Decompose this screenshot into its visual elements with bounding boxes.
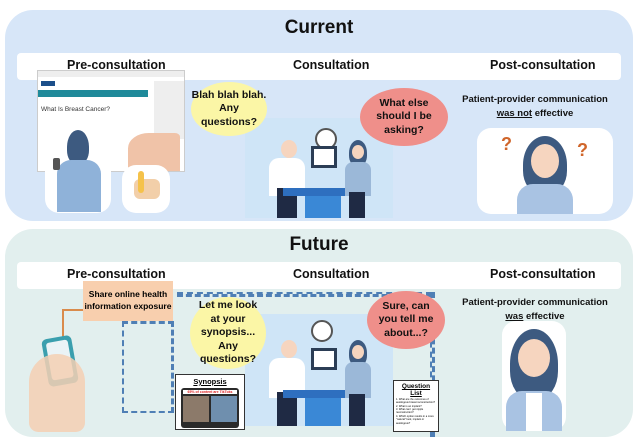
happy-woman-image	[502, 321, 566, 431]
current-outcome: Patient-provider communication was not e…	[445, 93, 625, 122]
stage-post: Post-consultation	[490, 58, 596, 72]
question-item: 1. What are the outcomes of autologous b…	[396, 398, 436, 405]
question-mark-icon: ?	[501, 134, 512, 154]
outcome-line1: Patient-provider communication	[462, 297, 608, 308]
question-list-title: Question List	[401, 383, 431, 397]
outcome-line1: Patient-provider communication	[462, 94, 608, 105]
connector-line	[430, 292, 435, 437]
synopsis-title: Synopsis	[193, 377, 227, 386]
question-mark-icon: ?	[577, 140, 588, 160]
outcome-emphasis: was	[505, 311, 524, 323]
stage-pre: Pre-consultation	[67, 58, 166, 72]
outcome-rest: effective	[526, 311, 565, 323]
doctor-speech-bubble: Blah blah blah. Any questions?	[191, 82, 267, 136]
question-list-card: Question List 1. What are the outcomes o…	[393, 380, 439, 432]
outcome-emphasis: was not	[496, 108, 533, 120]
outcome-rest: effective	[534, 108, 574, 120]
doctor-speech-bubble: Let me look at your synopsis... Any ques…	[190, 297, 266, 369]
clock-icon	[311, 320, 333, 342]
current-panel: Current Pre-consultation Consultation Po…	[5, 10, 633, 221]
stage-consultation: Consultation	[293, 267, 370, 281]
synopsis-card: Synopsis 65% of content are TikToks	[175, 374, 245, 430]
question-item: 2. What is an implant?	[396, 404, 422, 408]
share-info-box: Share online health information exposure	[83, 281, 173, 321]
question-item: 4. Which option results in a more "natur…	[396, 414, 434, 425]
current-title: Current	[284, 17, 354, 38]
future-outcome: Patient-provider communication was effec…	[445, 296, 625, 325]
patient-speech-bubble: Sure, can you tell me about...?	[367, 291, 445, 349]
confused-woman-image: ? ?	[477, 128, 613, 214]
connector-line	[122, 321, 174, 413]
patient-thought-bubble: What else should I be asking?	[360, 88, 448, 146]
hand-thumbs-image	[122, 165, 170, 213]
woman-phone-image	[45, 118, 111, 213]
hand-image	[29, 354, 85, 432]
browser-page-title: What Is Breast Cancer?	[41, 106, 110, 113]
question-item: 3. What can I get nipple reconstruction?	[396, 408, 424, 415]
stage-pre: Pre-consultation	[67, 267, 166, 281]
synopsis-banner: 65% of content are TikToks	[183, 390, 237, 394]
future-title: Future	[289, 234, 349, 255]
stage-post: Post-consultation	[490, 267, 596, 281]
future-panel: Future Pre-consultation Consultation Pos…	[5, 229, 633, 437]
connector-line	[62, 309, 86, 342]
consultation-scene	[245, 314, 393, 426]
stage-consultation: Consultation	[293, 58, 370, 72]
